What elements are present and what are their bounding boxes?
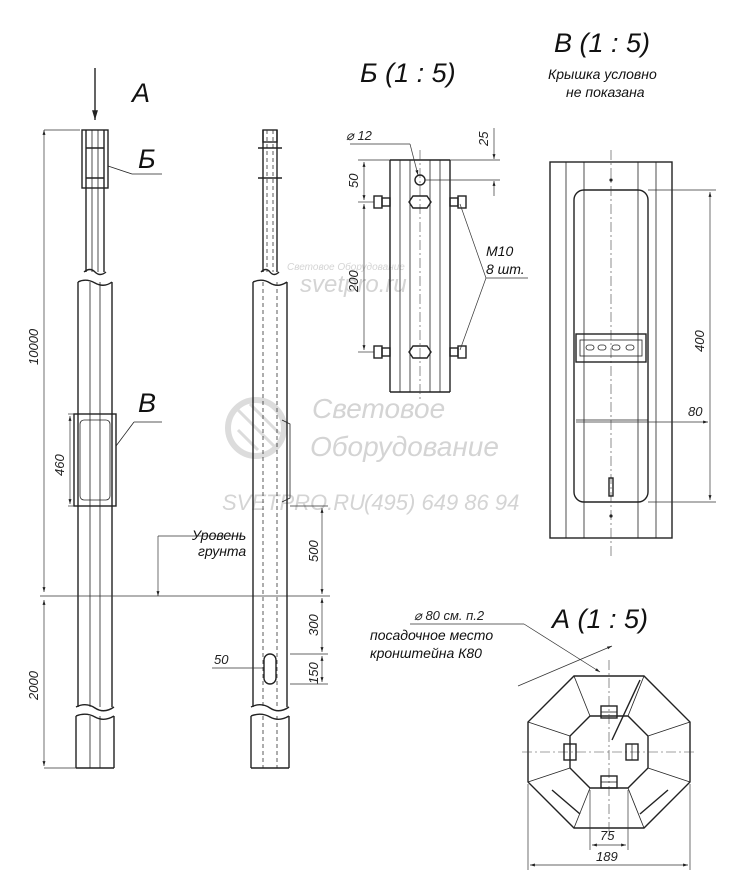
detail-v: В (1 : 5) Крышка условно не показана 400… <box>548 28 716 556</box>
watermark-site: svetpro.ru <box>300 271 407 298</box>
watermark-line1: Световое <box>312 393 445 424</box>
nut-top <box>600 705 618 719</box>
bolt-top <box>373 195 467 209</box>
cover-note-line1: Крышка условно <box>548 66 657 82</box>
cover-note-line2: не показана <box>566 84 645 100</box>
seat-label-line1: посадочное место <box>370 627 493 643</box>
view-a: А (1 : 5) ⌀ 80 см. п.2 посадочное место … <box>370 604 696 870</box>
dim-slot-bottom: 150 <box>306 662 321 684</box>
dim-door-width: 80 <box>688 404 703 419</box>
detail-b: Б (1 : 5) ⌀ 12 25 <box>346 58 528 400</box>
door-hinge-bar <box>575 333 647 363</box>
dim-slot-width: 50 <box>214 652 229 667</box>
dim-hole-dia: ⌀ 12 <box>346 128 373 143</box>
dim-outer-size: 189 <box>596 849 618 864</box>
dim-bolt-spacing: 200 <box>346 270 361 293</box>
watermark: Световое Оборудование SVETPRO.RU (495) 6… <box>222 261 519 515</box>
dim-inner-flat: 75 <box>600 828 615 843</box>
dim-underground: 2000 <box>26 670 41 701</box>
detail-v-title: В (1 : 5) <box>554 28 650 58</box>
seat-label-line2: кронштейна К80 <box>370 645 482 661</box>
watermark-small-line1: Световое Оборудование <box>287 261 405 273</box>
ground-label-line1: Уровень <box>191 527 246 543</box>
watermark-phone-site: SVETPRO.RU <box>222 490 365 515</box>
dim-top-offset: 25 <box>476 131 491 147</box>
detail-b-title: Б (1 : 5) <box>360 58 456 88</box>
nut-left <box>563 743 577 761</box>
bolts-label-line2: 8 шт. <box>486 261 525 277</box>
cable-slot <box>263 653 277 685</box>
view-a-title: А (1 : 5) <box>550 604 648 634</box>
pole-front-view: А Б В <box>26 68 330 769</box>
bolts-label-line1: М10 <box>486 243 513 259</box>
dim-above-ground: 500 <box>306 540 321 562</box>
watermark-line2: Оборудование <box>310 431 499 462</box>
ground-label-line2: грунта <box>198 543 246 559</box>
nut-bottom <box>600 775 618 789</box>
view-label-a: А <box>130 78 150 108</box>
hatch-frame <box>73 413 117 507</box>
dim-total-height: 10000 <box>26 328 41 365</box>
view-label-b: Б <box>138 144 156 174</box>
dim-seat-dia: ⌀ 80 см. п.2 <box>414 608 485 623</box>
dim-slot-height: 300 <box>306 614 321 636</box>
pole-side-view: Уровень грунта 500 300 150 50 <box>156 129 328 769</box>
dim-door-height: 400 <box>692 330 707 352</box>
view-label-v: В <box>138 388 156 418</box>
nut-right <box>625 743 639 761</box>
top-bracket <box>81 129 109 189</box>
dim-hole-offset: 50 <box>346 173 361 188</box>
dim-hatch: 460 <box>52 454 67 476</box>
watermark-phone: (495) 649 86 94 <box>364 490 519 515</box>
watermark-logo-icon <box>225 397 287 459</box>
